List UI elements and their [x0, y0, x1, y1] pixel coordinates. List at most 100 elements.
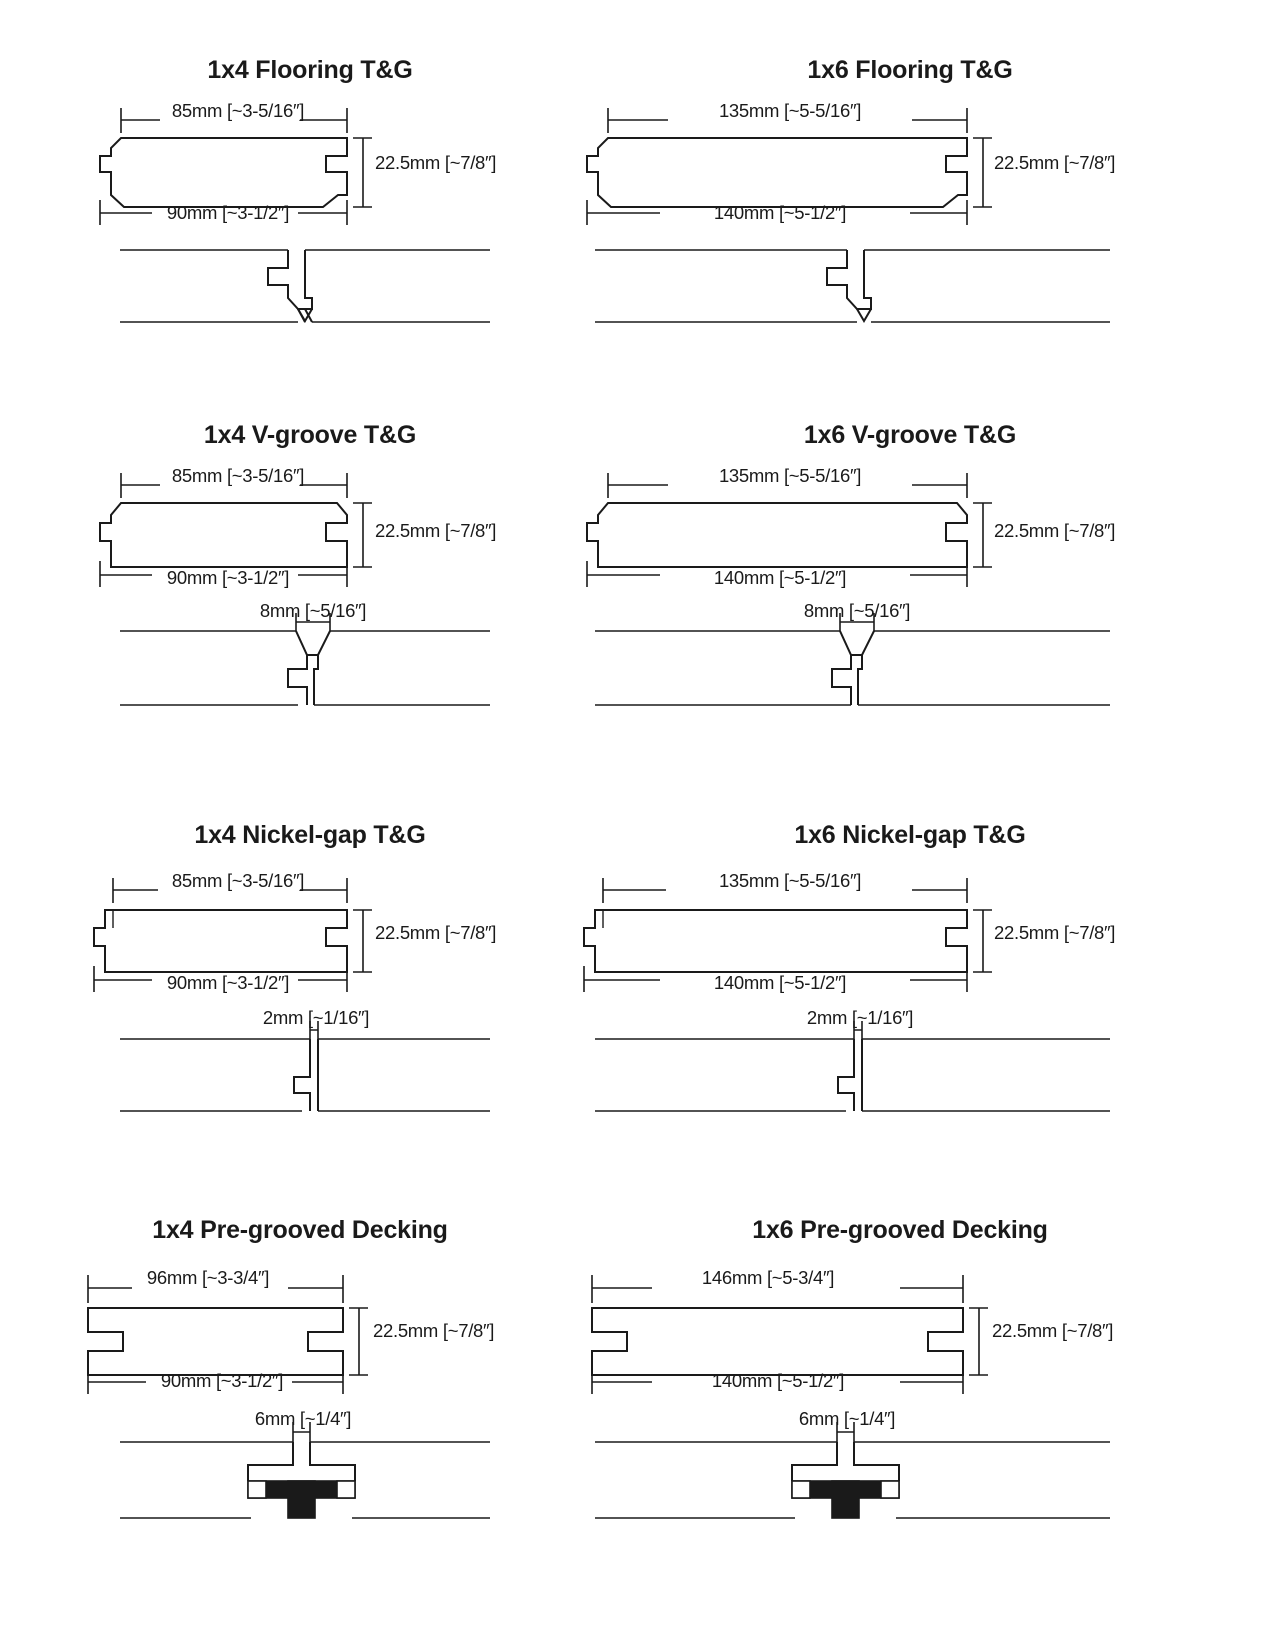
hidden-fastener-clip	[791, 1480, 900, 1519]
thickness-label: 22.5mm [~7/8″]	[992, 1320, 1114, 1341]
profile-drawing-flooring-1x6	[586, 108, 1110, 323]
thickness-dimension	[353, 909, 372, 973]
overall-width-label: 90mm [~3-1/2″]	[160, 1370, 284, 1391]
face-width-label: 85mm [~3-5/16″]	[171, 465, 305, 486]
panel-nickelgap-1x6: 1x6 Nickel-gap T&G 135mm [~5-5/16″] 22.5…	[583, 815, 1240, 1125]
panel-title: 1x4 Flooring T&G	[207, 56, 413, 84]
thickness-label: 22.5mm [~7/8″]	[994, 922, 1116, 943]
face-width-dimension	[607, 473, 968, 498]
board-cross-section	[99, 502, 348, 568]
panel-title: 1x6 Nickel-gap T&G	[794, 821, 1026, 849]
panel-flooring-1x4: 1x4 Flooring T&G 85mm [~3-5/16″] 22.5mm …	[0, 50, 600, 340]
thickness-label: 22.5mm [~7/8″]	[375, 520, 497, 541]
face-width-label: 135mm [~5-5/16″]	[718, 870, 862, 891]
installed-joint-detail	[120, 1441, 490, 1519]
panel-vgroove-1x4: 1x4 V-groove T&G 85mm [~3-5/16″] 22.5mm …	[0, 415, 600, 725]
overall-width-dimension	[99, 561, 348, 587]
thickness-dimension	[353, 502, 372, 568]
overall-width-label: 140mm [~5-1/2″]	[713, 202, 847, 223]
profile-drawing-nickelgap-1x6	[583, 878, 1110, 1112]
overall-width-dimension	[87, 1368, 344, 1394]
panel-title: 1x4 Pre-grooved Decking	[152, 1216, 448, 1244]
panel-decking-1x4: 1x4 Pre-grooved Decking 96mm [~3-3/4″] 2…	[0, 1210, 600, 1560]
overall-width-label: 90mm [~3-1/2″]	[166, 202, 290, 223]
profile-drawing-flooring-1x4	[99, 108, 490, 323]
thickness-dimension	[973, 909, 992, 973]
installed-joint-detail	[595, 249, 1110, 323]
thickness-label: 22.5mm [~7/8″]	[375, 922, 497, 943]
overall-width-label: 140mm [~5-1/2″]	[713, 972, 847, 993]
overall-width-dimension	[583, 966, 968, 992]
thickness-dimension	[969, 1307, 988, 1376]
thickness-label: 22.5mm [~7/8″]	[994, 152, 1116, 173]
thickness-label: 22.5mm [~7/8″]	[373, 1320, 495, 1341]
overall-width-label: 140mm [~5-1/2″]	[713, 567, 847, 588]
face-width-label: 135mm [~5-5/16″]	[718, 465, 862, 486]
joint-gap-label: 2mm [~1/16″]	[806, 1007, 914, 1028]
panel-title: 1x6 Pre-grooved Decking	[752, 1216, 1048, 1244]
face-width-dimension	[607, 108, 968, 133]
thickness-dimension	[353, 137, 372, 208]
face-width-dimension	[591, 1275, 964, 1303]
panel-vgroove-1x6: 1x6 V-groove T&G 135mm [~5-5/16″] 22.5mm…	[586, 415, 1240, 725]
installed-joint-detail	[595, 1441, 1110, 1519]
joint-gap-dimension	[836, 1422, 855, 1442]
board-cross-section	[99, 137, 348, 208]
overall-width-label: 90mm [~3-1/2″]	[166, 567, 290, 588]
board-cross-section	[87, 1307, 344, 1376]
panel-decking-1x6: 1x6 Pre-grooved Decking 146mm [~5-3/4″] …	[591, 1210, 1240, 1560]
face-width-dimension	[120, 473, 348, 498]
installed-joint-detail	[120, 249, 490, 323]
board-cross-section	[586, 502, 968, 568]
joint-gap-label: 8mm [~5/16″]	[259, 600, 367, 621]
board-cross-section	[591, 1307, 964, 1376]
installed-joint-detail	[120, 1038, 490, 1112]
joint-gap-dimension	[309, 1021, 319, 1039]
hidden-fastener-clip	[247, 1480, 356, 1519]
overall-width-label: 140mm [~5-1/2″]	[711, 1370, 845, 1391]
overall-width-dimension	[586, 200, 968, 225]
profile-drawing-decking-1x6	[591, 1275, 1110, 1519]
profile-drawing-vgroove-1x4	[99, 473, 490, 706]
profile-drawing-decking-1x4	[87, 1275, 490, 1519]
panel-flooring-1x6: 1x6 Flooring T&G 135mm [~5-5/16″] 22.5mm…	[586, 50, 1240, 340]
face-width-label: 135mm [~5-5/16″]	[718, 100, 862, 121]
board-cross-section	[93, 909, 348, 973]
panel-title: 1x6 V-groove T&G	[803, 421, 1017, 449]
board-cross-section	[583, 909, 968, 973]
thickness-label: 22.5mm [~7/8″]	[994, 520, 1116, 541]
thickness-dimension	[973, 137, 992, 208]
panel-title: 1x4 V-groove T&G	[203, 421, 417, 449]
face-width-dimension	[87, 1275, 344, 1303]
overall-width-label: 90mm [~3-1/2″]	[166, 972, 290, 993]
face-width-dimension	[602, 878, 968, 903]
profile-drawing-vgroove-1x6	[586, 473, 1110, 706]
face-width-label: 85mm [~3-5/16″]	[171, 870, 305, 891]
face-width-label: 85mm [~3-5/16″]	[171, 100, 305, 121]
face-width-label: 146mm [~5-3/4″]	[701, 1267, 835, 1288]
joint-gap-dimension	[295, 613, 331, 631]
joint-gap-label: 6mm [~1/4″]	[798, 1408, 896, 1429]
board-cross-section	[586, 137, 968, 208]
joint-gap-label: 8mm [~5/16″]	[803, 600, 911, 621]
thickness-dimension	[973, 502, 992, 568]
joint-gap-dimension	[292, 1422, 311, 1442]
face-width-dimension	[112, 878, 348, 903]
profile-drawing-nickelgap-1x4	[93, 878, 490, 1112]
panel-title: 1x6 Flooring T&G	[807, 56, 1013, 84]
panel-nickelgap-1x4: 1x4 Nickel-gap T&G 85mm [~3-5/16″] 22.5m…	[0, 815, 600, 1125]
thickness-label: 22.5mm [~7/8″]	[375, 152, 497, 173]
panel-title: 1x4 Nickel-gap T&G	[194, 821, 426, 849]
overall-width-dimension	[586, 561, 968, 587]
installed-joint-detail	[595, 630, 1110, 706]
joint-gap-label: 6mm [~1/4″]	[254, 1408, 352, 1429]
installed-joint-detail	[595, 1038, 1110, 1112]
overall-width-dimension	[99, 200, 348, 225]
joint-gap-dimension	[853, 1021, 863, 1039]
joint-gap-dimension	[839, 613, 875, 631]
thickness-dimension	[349, 1307, 368, 1376]
joint-gap-label: 2mm [~1/16″]	[262, 1007, 370, 1028]
overall-width-dimension	[93, 966, 348, 992]
face-width-dimension	[120, 108, 348, 133]
